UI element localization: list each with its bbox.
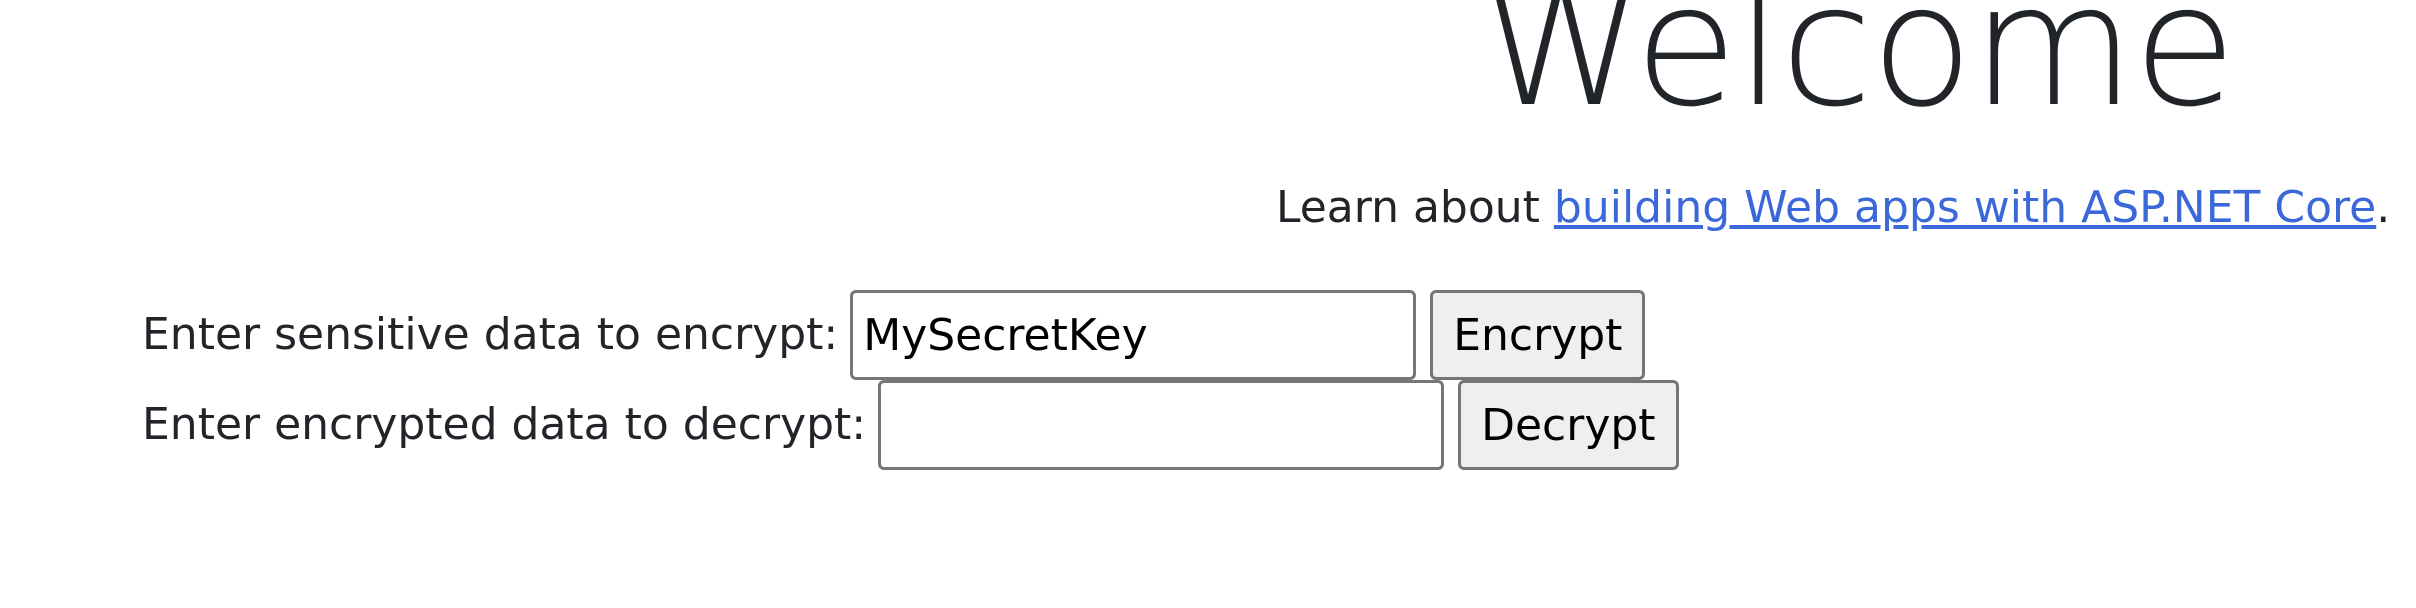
aspnet-docs-link[interactable]: building Web apps with ASP.NET Core xyxy=(1553,182,2377,233)
decrypt-button[interactable]: Decrypt xyxy=(1458,380,1679,470)
decrypt-row: Enter encrypted data to decrypt: Decrypt xyxy=(142,380,1679,470)
encrypt-row: Enter sensitive data to encrypt: Encrypt xyxy=(142,290,1646,380)
encrypt-input[interactable] xyxy=(850,290,1417,380)
decrypt-label: Enter encrypted data to decrypt: xyxy=(142,399,867,450)
learn-prefix: Learn about xyxy=(1276,182,1554,233)
page-title: Welcome xyxy=(1480,0,2236,144)
learn-suffix: . xyxy=(2376,182,2391,233)
encrypt-button[interactable]: Encrypt xyxy=(1430,290,1646,380)
decrypt-input[interactable] xyxy=(878,380,1445,470)
learn-about-text: Learn about building Web apps with ASP.N… xyxy=(1276,180,2390,236)
encrypt-label: Enter sensitive data to encrypt: xyxy=(142,309,839,360)
